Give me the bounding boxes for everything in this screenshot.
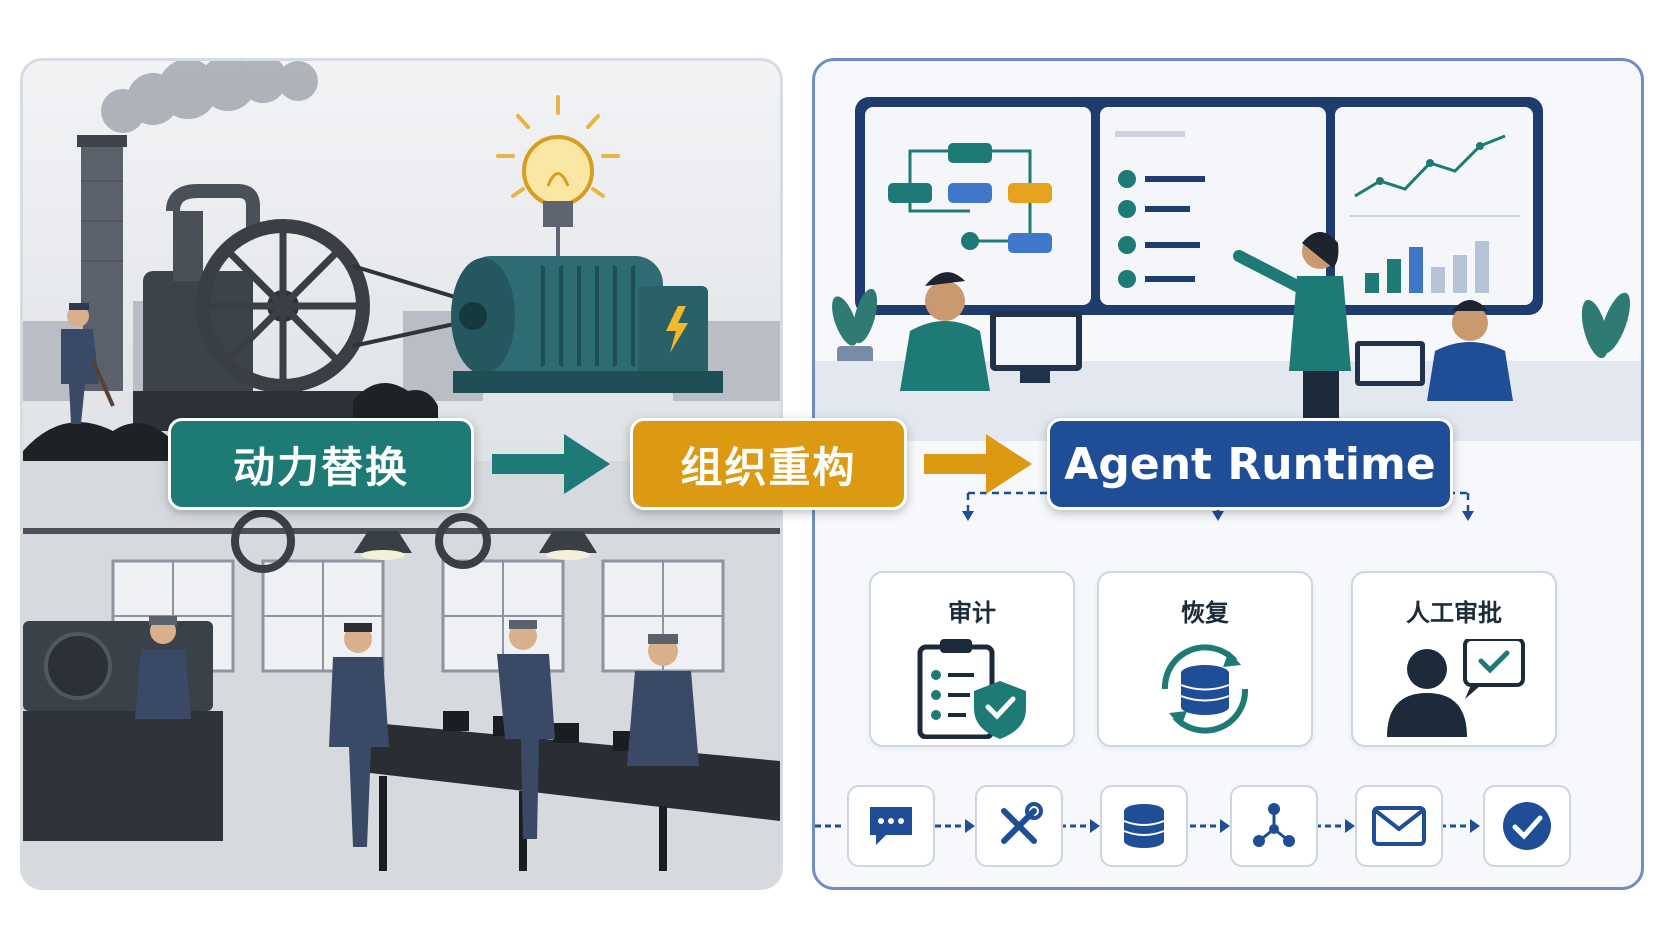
person-approval-icon [1387, 639, 1525, 737]
check-circle-icon [1503, 802, 1551, 850]
pipeline-step-mail[interactable] [1355, 785, 1443, 867]
database-sync-icon [1161, 644, 1249, 734]
stage-power-replacement: 动力替换 [168, 418, 474, 510]
control-room-illustration [815, 97, 1641, 441]
database-icon [1123, 804, 1165, 848]
pipeline-step-workflow[interactable] [1230, 785, 1318, 867]
capability-label: 恢复 [1181, 599, 1229, 627]
pipeline-connectors [815, 819, 1480, 833]
capability-label: 审计 [948, 599, 996, 627]
arrow-right-icon [492, 434, 610, 494]
stage-agent-runtime: Agent Runtime [1047, 418, 1453, 510]
capability-card-approval[interactable]: 人工审批 [1351, 571, 1557, 747]
pipeline-step-tools[interactable] [975, 785, 1063, 867]
stage-org-restructure: 组织重构 [630, 418, 907, 510]
pipeline-step-chat[interactable] [847, 785, 935, 867]
arrow-right-icon [924, 434, 1032, 494]
industrial-scene-illustration [23, 61, 780, 887]
workflow-icon [1253, 803, 1295, 847]
capability-card-audit[interactable]: 审计 [869, 571, 1075, 747]
tools-icon [1001, 802, 1043, 844]
clipboard-shield-icon [917, 639, 1026, 739]
capability-label: 人工审批 [1406, 599, 1502, 627]
industrial-scene-panel [20, 58, 783, 890]
pipeline-step-database[interactable] [1100, 785, 1188, 867]
chat-icon [870, 807, 912, 845]
capability-card-recovery[interactable]: 恢复 [1097, 571, 1313, 747]
mail-icon [1372, 806, 1426, 846]
pipeline-step-complete[interactable] [1483, 785, 1571, 867]
